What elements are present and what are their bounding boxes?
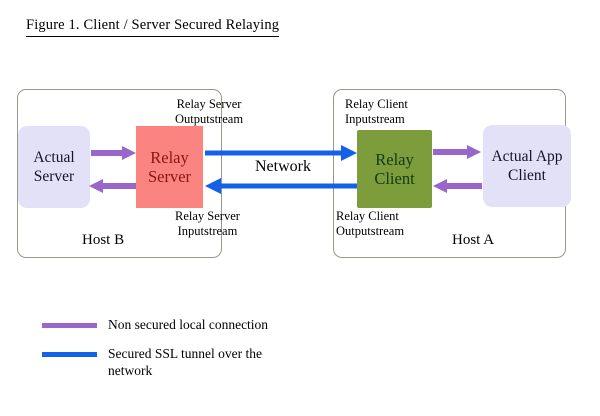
host-b-label: Host B (82, 232, 125, 248)
host-a-label: Host A (452, 232, 495, 248)
host-b-boundary (17, 89, 222, 258)
figure-title: Figure 1. Client / Server Secured Relayi… (26, 17, 280, 37)
network-label: Network (255, 158, 311, 175)
legend-swatch-ssl-tunnel (42, 352, 97, 357)
legend-label-non-secured: Non secured local connection (108, 317, 269, 332)
legend-swatch-non-secured (42, 323, 97, 328)
